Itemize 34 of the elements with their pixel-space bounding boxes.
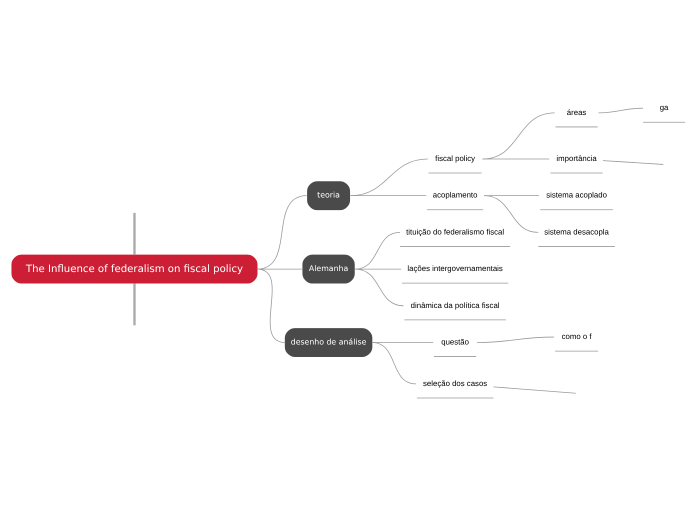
node-text: fiscal policy (435, 153, 476, 162)
node-text: áreas (566, 107, 586, 116)
connector (476, 336, 554, 342)
node-box: The Influence of federalism on fiscal policy (11, 254, 258, 284)
connector (482, 158, 550, 159)
node-text: tituição do federalismo fiscal (406, 226, 504, 236)
node-text: como o f (562, 332, 592, 340)
connector (350, 194, 427, 196)
connector (256, 268, 302, 269)
connector (354, 268, 402, 269)
node-text: importância (556, 153, 597, 162)
node-text: sistema desacopla (544, 226, 609, 236)
node-box: teoria (307, 180, 350, 210)
connector (133, 212, 136, 254)
connector (350, 158, 428, 196)
node-text: lações intergovernamentais (407, 264, 503, 273)
connector (372, 342, 416, 384)
node-box: desenho de análise (284, 328, 372, 356)
node-box: Alemanha (302, 254, 355, 284)
node-text: seleção dos casos (423, 378, 488, 388)
connector (354, 268, 404, 306)
connector (602, 160, 664, 164)
node-text: dinâmica da política fiscal (410, 300, 500, 310)
connector (482, 112, 556, 159)
node-text: ga (660, 102, 668, 112)
connector (256, 268, 286, 342)
connector (133, 282, 136, 325)
connector (493, 386, 576, 394)
connector (484, 194, 539, 232)
node-text: sistema acoplado (546, 190, 607, 200)
node-text: questão (441, 336, 469, 346)
node-text: acoplamento (432, 190, 478, 200)
connector (256, 194, 308, 269)
connector (598, 107, 644, 113)
